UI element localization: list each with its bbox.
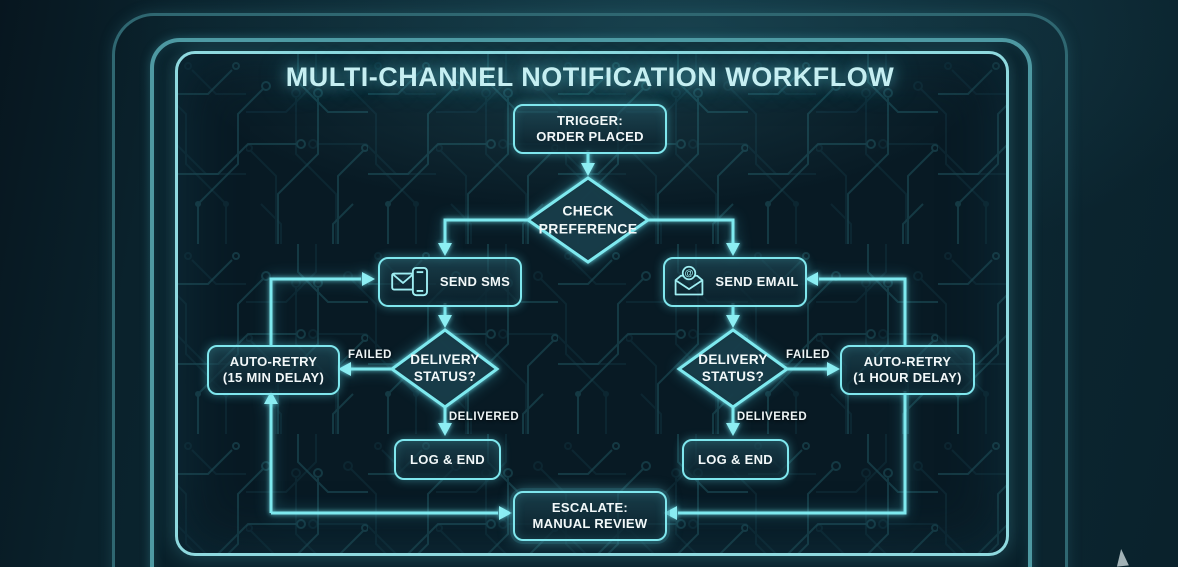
arrowhead [827,362,840,376]
node-auto-retry-sms: AUTO-RETRY (15 MIN DELAY) [207,345,340,395]
svg-text:@: @ [685,268,694,278]
node-label: TRIGGER: ORDER PLACED [536,113,644,144]
node-auto-retry-email: AUTO-RETRY (1 HOUR DELAY) [840,345,975,395]
arrowhead [264,391,278,404]
edge-label-failed-right: FAILED [786,349,830,361]
mouse-cursor-icon [1115,548,1129,567]
edge-retry-email-to-escalate [678,391,907,515]
node-label: LOG & END [698,451,773,467]
edge-check-to-email [648,218,735,243]
arrowhead [726,315,740,328]
node-label: LOG & END [410,451,485,467]
sms-phone-envelope-icon [391,266,428,297]
label-delivery-status-email: DELIVERY STATUS? [698,352,768,384]
node-label: ESCALATE: MANUAL REVIEW [532,500,648,531]
email-open-envelope-at-icon: @ [675,265,704,296]
arrowhead [438,423,452,436]
node-label: AUTO-RETRY (1 HOUR DELAY) [853,354,962,385]
node-label: SEND EMAIL [715,274,799,290]
decision-check-preference [525,176,651,264]
edge-label-delivered-left: DELIVERED [448,411,520,423]
edge-retry-email-to-email [819,277,907,345]
node-escalate-manual-review: ESCALATE: MANUAL REVIEW [513,491,667,541]
edge-label-failed-left: FAILED [348,349,392,361]
arrowhead [362,272,375,286]
label-delivery-status-sms: DELIVERY STATUS? [410,352,480,384]
arrowhead [726,423,740,436]
node-label: SEND SMS [439,274,511,290]
node-trigger-order-placed: TRIGGER: ORDER PLACED [513,104,667,154]
arrowhead [499,506,512,520]
node-send-sms: SEND SMS [378,257,522,307]
node-log-end-sms: LOG & END [394,439,501,480]
edge-retry-sms-to-sms [269,277,361,345]
decision-delivery-status-sms [389,328,500,409]
node-send-email: @ SEND EMAIL [663,257,807,307]
decision-delivery-status-email [676,328,790,409]
arrowhead [581,163,595,176]
arrowhead [805,272,818,286]
arrowhead [438,243,452,256]
arrowhead [338,362,351,376]
node-label: AUTO-RETRY (15 MIN DELAY) [222,354,325,385]
page-title: MULTI-CHANNEL NOTIFICATION WORKFLOW [285,62,895,92]
label-check-preference: CHECK PREFERENCE [538,202,638,237]
arrowhead [726,243,740,256]
edge-label-delivered-right: DELIVERED [736,411,808,423]
arrowhead [664,506,677,520]
node-log-end-email: LOG & END [682,439,789,480]
edge-check-to-sms [443,218,528,243]
arrowhead [438,315,452,328]
